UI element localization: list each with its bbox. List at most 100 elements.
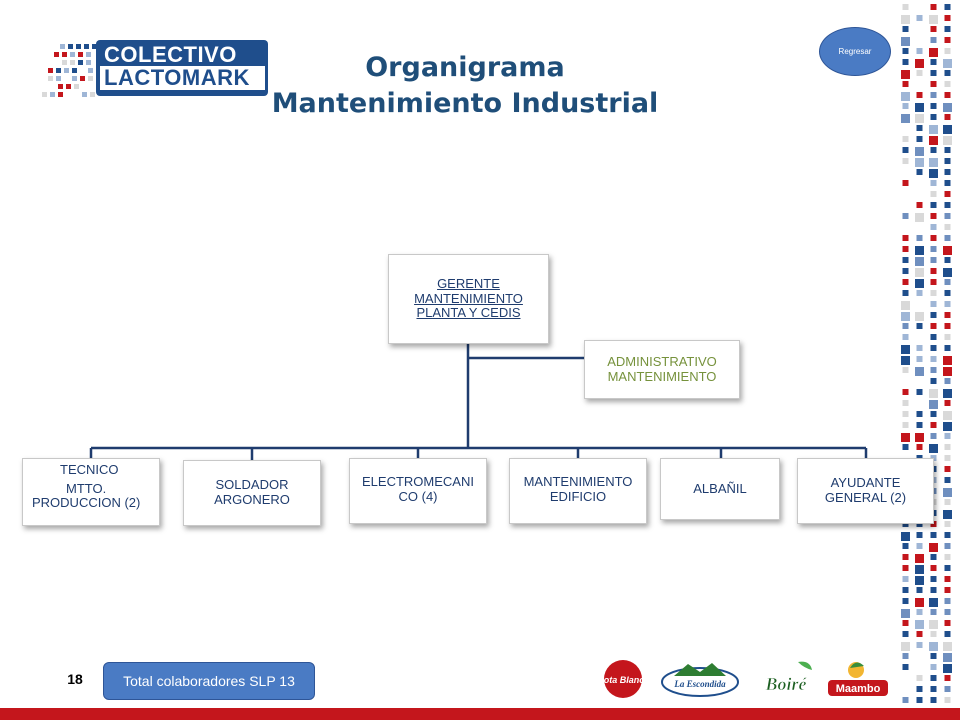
pattern-square	[944, 48, 951, 54]
pattern-square	[915, 268, 924, 277]
pattern-square	[930, 4, 937, 10]
pattern-square	[944, 334, 951, 340]
pattern-square	[943, 653, 952, 662]
pattern-square	[930, 290, 937, 296]
pattern-square	[930, 103, 937, 109]
lactomark-logo: COLECTIVO LACTOMARK	[40, 40, 270, 98]
pattern-square	[930, 653, 937, 659]
pattern-square	[930, 191, 937, 197]
pattern-square	[930, 202, 937, 208]
electromecanico-box: ELECTROMECANI CO (4)	[349, 458, 487, 524]
pattern-square	[944, 609, 951, 615]
pattern-square	[944, 433, 951, 439]
pattern-square	[943, 411, 952, 420]
pattern-square	[902, 422, 909, 428]
pattern-square	[944, 180, 951, 186]
pattern-square	[916, 444, 923, 450]
pattern-square	[902, 4, 909, 10]
pattern-square	[901, 37, 910, 46]
pattern-square	[944, 169, 951, 175]
pattern-square	[929, 400, 938, 409]
pattern-square	[944, 455, 951, 461]
pattern-square	[930, 532, 937, 538]
pattern-square	[930, 422, 937, 428]
pattern-square	[944, 554, 951, 560]
logo-pixel	[78, 52, 83, 57]
pattern-square	[944, 499, 951, 505]
pattern-square	[902, 653, 909, 659]
pattern-square	[929, 598, 938, 607]
pattern-square	[943, 103, 952, 112]
tecnico-box: TECNICO MTTO. PRODUCCION (2)	[22, 458, 160, 526]
pattern-square	[902, 136, 909, 142]
pattern-square	[902, 554, 909, 560]
pattern-square	[929, 169, 938, 178]
pattern-square	[902, 631, 909, 637]
pattern-square	[916, 202, 923, 208]
pattern-square	[943, 422, 952, 431]
logo-pixel	[72, 76, 77, 81]
gota-blanca-logo: Gota Blanca	[597, 658, 649, 700]
pattern-square	[943, 356, 952, 365]
pattern-square	[944, 312, 951, 318]
gerente-line1: GERENTE	[437, 276, 500, 292]
pattern-square	[930, 147, 937, 153]
pattern-square	[930, 70, 937, 76]
pattern-square	[943, 664, 952, 673]
back-button[interactable]: Regresar	[819, 27, 891, 76]
pattern-square	[943, 125, 952, 134]
pattern-square	[930, 323, 937, 329]
gerente-line2: MANTENIMIENTO	[414, 290, 523, 306]
pattern-square	[929, 620, 938, 629]
pattern-square	[930, 697, 937, 703]
pattern-square	[930, 235, 937, 241]
pattern-square	[902, 235, 909, 241]
pattern-square	[902, 213, 909, 219]
logo-pixel	[56, 76, 61, 81]
pattern-square	[930, 114, 937, 120]
pattern-square	[929, 15, 938, 24]
pattern-square	[916, 345, 923, 351]
svg-text:Gota Blanca: Gota Blanca	[597, 675, 649, 685]
ayudante-line1: AYUDANTE	[830, 475, 901, 491]
pattern-square	[902, 400, 909, 406]
pattern-square	[930, 411, 937, 417]
pattern-square	[944, 444, 951, 450]
pattern-square	[930, 356, 937, 362]
pattern-square	[901, 345, 910, 354]
pattern-square	[915, 147, 924, 156]
pattern-square	[915, 576, 924, 585]
pattern-square	[915, 367, 924, 376]
pattern-square	[930, 609, 937, 615]
logo-pixel-icon	[42, 44, 96, 97]
pattern-square	[916, 356, 923, 362]
pattern-square	[902, 697, 909, 703]
albanil-box: ALBAÑIL	[660, 458, 780, 520]
pattern-square	[930, 565, 937, 571]
pattern-square	[944, 92, 951, 98]
pattern-square	[944, 543, 951, 549]
pattern-square	[930, 686, 937, 692]
pattern-square	[944, 323, 951, 329]
total-collaborators-button[interactable]: Total colaboradores SLP 13	[103, 662, 315, 700]
svg-text:Boiré: Boiré	[764, 674, 807, 694]
pattern-square	[902, 268, 909, 274]
pattern-square	[916, 697, 923, 703]
soldador-line1: SOLDADOR	[215, 477, 289, 493]
pattern-square	[930, 59, 937, 65]
pattern-square	[943, 642, 952, 651]
pattern-square	[944, 345, 951, 351]
pattern-square	[944, 202, 951, 208]
pattern-square	[915, 59, 924, 68]
pattern-square	[944, 279, 951, 285]
pattern-square	[916, 125, 923, 131]
pattern-square	[929, 136, 938, 145]
logo-pixel	[48, 76, 53, 81]
pattern-square	[944, 26, 951, 32]
edificio-line2: EDIFICIO	[549, 488, 607, 504]
pattern-square	[902, 587, 909, 593]
pattern-square	[944, 620, 951, 626]
pattern-square	[902, 279, 909, 285]
pattern-square	[943, 389, 952, 398]
pattern-square	[930, 180, 937, 186]
